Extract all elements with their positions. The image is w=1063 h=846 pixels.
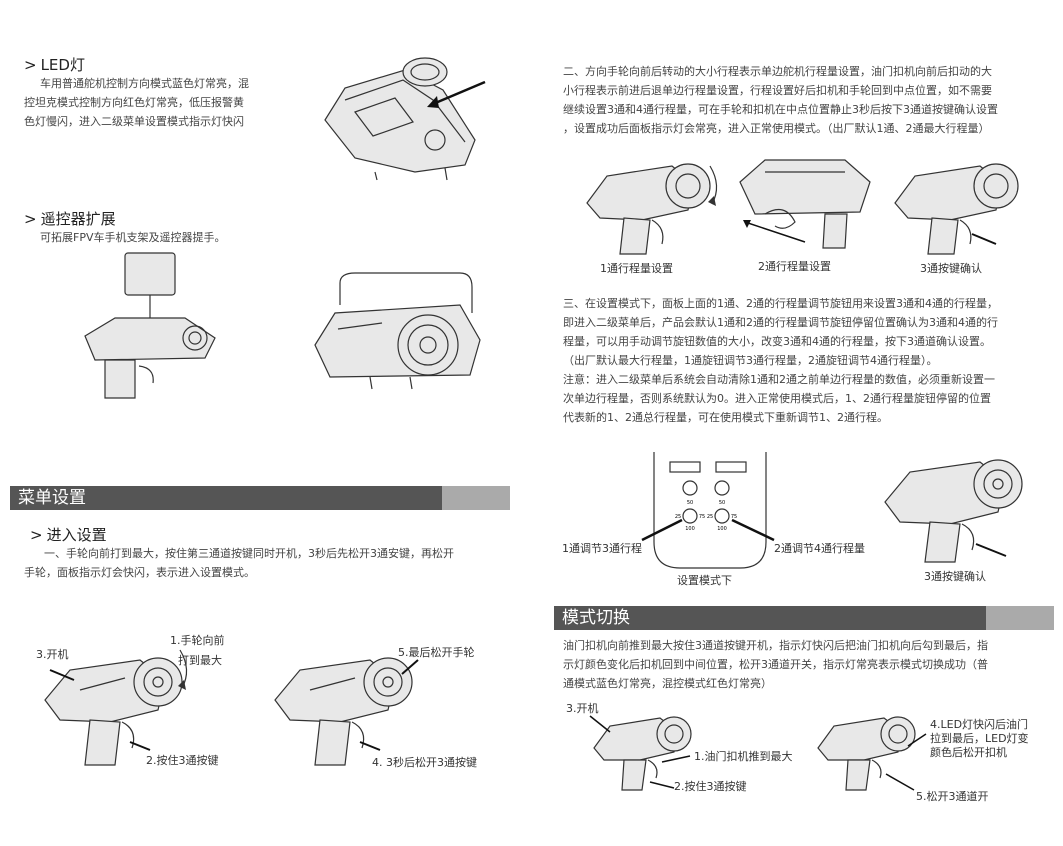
menu-settings-bar: 菜单设置 bbox=[10, 486, 510, 510]
knob1-tick-bottom: 100 bbox=[685, 526, 695, 532]
mode-switch-fig1 bbox=[589, 715, 692, 791]
section2-text: 二、方向手轮向前后转动的大小行程表示单边舵机行程量设置，油门扣机向前后扣动的大 … bbox=[563, 65, 998, 135]
caption-ch2: 2通行程量设置 bbox=[758, 260, 831, 273]
expand-description: 可拓展FPV车手机支架及遥控器提手。 bbox=[40, 231, 226, 244]
knob1-tick-top: 50 bbox=[687, 500, 693, 506]
mode-fig2-label-line2: 拉到最后，LED灯变 bbox=[930, 732, 1029, 745]
enter-settings-heading: >进入设置 bbox=[30, 526, 107, 544]
label-ch3-confirm: 3通按键确认 bbox=[924, 570, 986, 583]
mode-fig2-label-line1: 4.LED灯快闪后油门 bbox=[930, 718, 1029, 731]
mode-fig2-label-line3: 颜色后松开扣机 bbox=[930, 746, 1007, 759]
knob1-tick-right: 75 bbox=[699, 514, 705, 520]
mode-switch-description: 油门扣机向前推到最大按住3通道按键开机，指示灯快闪后把油门扣机向后勾到最后，指 … bbox=[563, 639, 988, 690]
label-ch2-adjust-ch4: 2通调节4通行程量 bbox=[774, 542, 865, 555]
setup-panel-illustration: 50 25 75 100 50 25 75 100 bbox=[641, 452, 775, 569]
label-ch1-adjust-ch3: 1通调节3通行程 bbox=[562, 542, 642, 555]
ch1-travel-illustration bbox=[586, 163, 718, 255]
knob2-tick-top: 50 bbox=[719, 500, 725, 506]
handle-illustration bbox=[314, 272, 481, 390]
caption-ch1: 1通行程量设置 bbox=[600, 262, 673, 275]
caption-ch3: 3通按键确认 bbox=[920, 262, 982, 275]
expand-heading: >遥控器扩展 bbox=[24, 210, 116, 228]
phone-holder-illustration bbox=[84, 252, 216, 399]
enter-settings-fig1 bbox=[44, 649, 188, 766]
menu-settings-title: 菜单设置 bbox=[10, 486, 442, 510]
mode-fig1-label-power: 3.开机 bbox=[566, 702, 599, 715]
mode-fig2-label-release-ch3: 5.松开3通道开 bbox=[916, 790, 989, 803]
bar-accent bbox=[986, 606, 1054, 630]
fig2-label-release-ch3: 4. 3秒后松开3通按键 bbox=[372, 756, 477, 769]
knob2-tick-bottom: 100 bbox=[717, 526, 727, 532]
transmitter-led-illustration bbox=[324, 57, 486, 181]
ch3-confirm-illustration-2 bbox=[884, 459, 1023, 563]
mode-fig1-label-throttle: 1.油门扣机推到最大 bbox=[694, 750, 793, 763]
fig1-label-wheel: 1.手轮向前 bbox=[170, 634, 225, 647]
ch2-travel-illustration bbox=[739, 159, 871, 249]
fig2-label-release-wheel: 5.最后松开手轮 bbox=[398, 646, 475, 659]
knob1-tick-left: 25 bbox=[675, 514, 681, 520]
knob2-tick-right: 75 bbox=[731, 514, 737, 520]
mode-fig1-label-press-ch3: 2.按住3通按键 bbox=[674, 780, 747, 793]
section3-text: 三、在设置模式下，面板上面的1通、2通的行程量调节旋钮用来设置3通和4通的行程量… bbox=[563, 297, 998, 424]
enter-settings-fig2 bbox=[274, 657, 419, 766]
knob2-tick-left: 25 bbox=[707, 514, 713, 520]
fig1-label-power: 3.开机 bbox=[36, 648, 69, 661]
led-heading: >LED灯 bbox=[24, 56, 85, 74]
fig1-label-press-ch3: 2.按住3通按键 bbox=[146, 754, 219, 767]
mode-switch-fig2 bbox=[817, 716, 927, 791]
bar-accent bbox=[442, 486, 510, 510]
led-description: 车用普通舵机控制方向模式蓝色灯常亮，混 控坦克模式控制方向红色灯常亮，低压报警黄… bbox=[24, 77, 249, 128]
label-setup-mode: 设置模式下 bbox=[677, 574, 732, 587]
ch3-confirm-illustration bbox=[894, 163, 1019, 255]
mode-switch-bar: 模式切换 bbox=[554, 606, 1054, 630]
fig1-label-wheel-max: 打到最大 bbox=[178, 654, 222, 667]
mode-switch-title: 模式切换 bbox=[554, 606, 986, 630]
enter-settings-description: 一、手轮向前打到最大，按住第三通道按键同时开机，3秒后先松开3通安键，再松开 手… bbox=[24, 547, 454, 579]
